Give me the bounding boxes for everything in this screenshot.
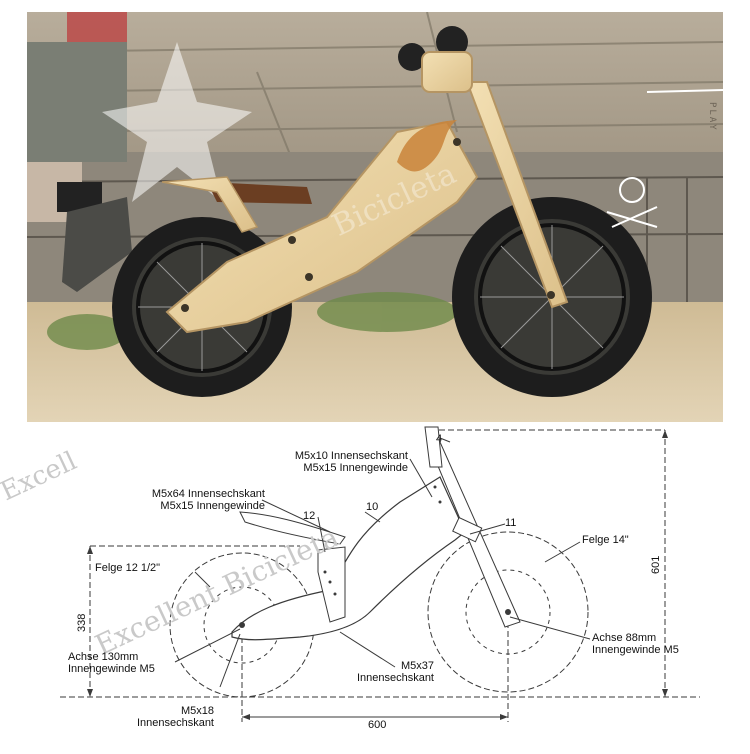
product-photo: PLAY Bicicleta	[27, 12, 723, 422]
leader-rear-axle	[174, 628, 241, 663]
front-axle-label-2: Innengewinde M5	[592, 644, 679, 656]
technical-drawing: Excell Excellent Bicicleta 4 10 11 12 M5…	[0, 422, 750, 750]
front-wheel-outline	[427, 531, 589, 693]
front-rim-outline	[465, 569, 551, 655]
photo-side-tag: PLAY	[707, 102, 717, 132]
mid-screw-label-1: M5x64 Innensechskant	[151, 488, 265, 500]
top-screw-label-2: M5x15 Innengewinde	[303, 462, 408, 474]
handlebar-grip-right	[436, 26, 468, 58]
headset-outline	[424, 426, 443, 468]
frame-outline	[231, 476, 466, 641]
checkered-cloth	[67, 12, 127, 42]
left-screw-label-2: Innensechskant	[136, 717, 214, 729]
screw-dots	[239, 485, 511, 628]
height-arrow-bottom	[662, 689, 668, 697]
frame-bolts	[181, 138, 555, 312]
rear-axle-label-2: Innengewinde M5	[68, 663, 155, 675]
star-decoration	[102, 42, 252, 202]
flame-decoration	[397, 120, 457, 172]
seat-height-dimension: 338	[76, 613, 88, 632]
seat-post	[317, 546, 346, 623]
seat-support	[161, 176, 259, 233]
leader-bottom-screw	[339, 631, 396, 668]
handlebar-head	[421, 51, 473, 93]
photo-illustration	[27, 12, 723, 422]
top-screw-label-1: M5x10 Innensechskant	[294, 450, 408, 462]
height-arrow-top	[662, 430, 668, 438]
photo-line-mark	[646, 89, 723, 93]
leader-rear-rim	[194, 571, 211, 588]
height-dimension: 601	[650, 555, 662, 574]
leader-left-screw	[219, 633, 241, 688]
leader-12	[317, 516, 326, 553]
bottom-screw-label-2: Innensechskant	[356, 672, 434, 684]
front-fork	[465, 81, 569, 309]
seat-outline	[239, 511, 346, 545]
drawing-lines	[60, 426, 700, 722]
skull-doodle	[606, 177, 658, 228]
front-axle-label-1: Achse 88mm	[592, 632, 657, 644]
leader-top-screw	[409, 458, 433, 498]
wheelbase-arrow-left	[242, 714, 250, 720]
bottom-screw-label-1: M5x37	[400, 660, 434, 672]
child-leg	[27, 42, 132, 292]
wheelbase-arrow-right	[500, 714, 508, 720]
leader-front-axle	[509, 616, 591, 640]
part-number-11: 11	[505, 517, 517, 529]
wheelbase-dimension: 600	[368, 719, 387, 731]
seat-arrow-bottom	[87, 689, 93, 697]
leader-mid-screw	[261, 499, 331, 533]
leader-10	[364, 511, 381, 523]
handlebar-grip-left	[398, 43, 426, 71]
rear-axle-label-1: Achse 130mm	[68, 651, 139, 663]
wooden-frame	[165, 120, 479, 334]
front-wheel	[452, 197, 652, 397]
part-number-12: 12	[303, 510, 316, 522]
fork-clamp	[452, 516, 483, 543]
seat-arrow-top	[87, 546, 93, 554]
leader-11	[469, 523, 506, 535]
leader-4	[439, 437, 451, 443]
rear-rim-label: Felge 12 1/2"	[95, 562, 161, 574]
leader-front-rim	[544, 541, 581, 563]
part-number-10: 10	[366, 501, 379, 513]
front-rim-label: Felge 14"	[582, 534, 629, 546]
part-number-4: 4	[436, 433, 443, 445]
mid-screw-label-2: M5x15 Innengewinde	[160, 500, 265, 512]
left-screw-label-1: M5x18	[180, 705, 214, 717]
